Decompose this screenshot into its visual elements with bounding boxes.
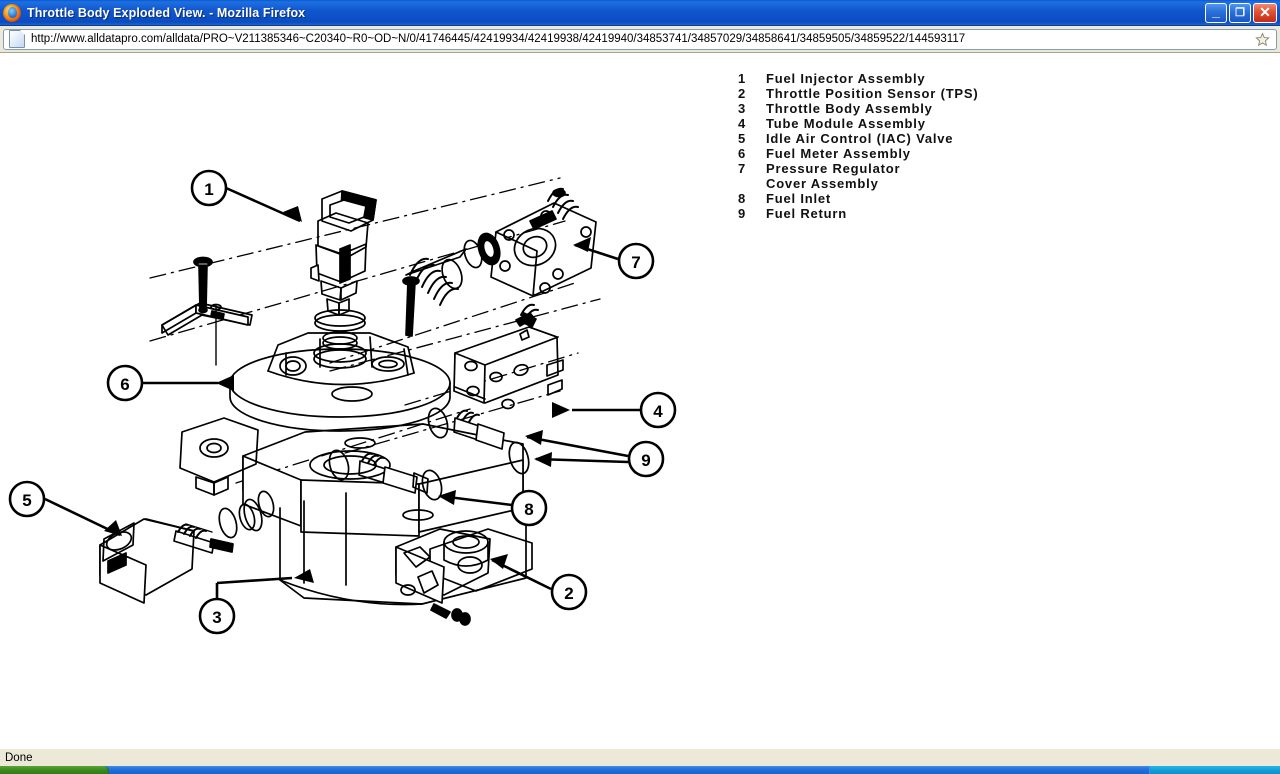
- svg-text:5: 5: [22, 491, 31, 510]
- url-input[interactable]: http://www.alldatapro.com/alldata/PRO~V2…: [31, 33, 966, 45]
- legend-item: 9 Fuel Return: [738, 206, 979, 221]
- legend-label: Idle Air Control (IAC) Valve: [766, 131, 954, 146]
- system-tray[interactable]: [1149, 766, 1280, 774]
- minimize-icon: _: [1212, 2, 1220, 19]
- callout-bubble-8: [510, 489, 548, 527]
- legend-item: 4 Tube Module Assembly: [738, 116, 979, 131]
- close-button[interactable]: ✕: [1253, 2, 1277, 23]
- svg-text:3: 3: [212, 608, 221, 627]
- start-button[interactable]: [0, 766, 109, 774]
- callout-bubble-1: [190, 169, 228, 207]
- legend-item: 5 Idle Air Control (IAC) Valve: [738, 131, 979, 146]
- taskbar-items[interactable]: [109, 766, 1149, 774]
- legend-label: Throttle Position Sensor (TPS): [766, 86, 979, 101]
- legend-number: 1: [738, 71, 746, 86]
- callout-bubble-2: [550, 573, 588, 611]
- legend-item: 6 Fuel Meter Assembly: [738, 146, 979, 161]
- legend-label: Tube Module Assembly: [766, 116, 926, 131]
- svg-text:2: 2: [564, 584, 573, 603]
- legend-label: Fuel Return: [766, 206, 848, 221]
- svg-text:9: 9: [641, 451, 650, 470]
- browser-navbar: http://www.alldatapro.com/alldata/PRO~V2…: [0, 26, 1280, 53]
- callout-bubble-6: [106, 364, 144, 402]
- restore-icon: ❐: [1235, 6, 1245, 19]
- address-bar[interactable]: http://www.alldatapro.com/alldata/PRO~V2…: [3, 28, 1277, 50]
- legend-item: 8 Fuel Inlet: [738, 191, 979, 206]
- legend-label: Fuel Injector Assembly: [766, 71, 926, 86]
- svg-text:7: 7: [631, 253, 640, 272]
- svg-text:6: 6: [120, 375, 129, 394]
- page-content: 1 Fuel Injector Assembly 2 Throttle Posi…: [0, 53, 1280, 748]
- legend-number: 7: [738, 161, 746, 176]
- legend-label: Cover Assembly: [766, 176, 879, 191]
- legend-item: 1 Fuel Injector Assembly: [738, 71, 979, 86]
- browser-statusbar: Done: [0, 748, 1280, 766]
- legend-label: Fuel Meter Assembly: [766, 146, 911, 161]
- window-controls: _ ❐ ✕: [1205, 2, 1277, 23]
- bookmark-star-icon[interactable]: [1252, 30, 1272, 49]
- legend-label: Throttle Body Assembly: [766, 101, 933, 116]
- legend-item-continuation: Cover Assembly: [738, 176, 979, 191]
- throttle-body-exploded-diagram: 1 7 6 4 9 5 8 3 2: [8, 169, 677, 635]
- legend-number: 8: [738, 191, 746, 206]
- legend-number: 4: [738, 116, 746, 131]
- legend-item: 3 Throttle Body Assembly: [738, 101, 979, 116]
- legend-number: 6: [738, 146, 746, 161]
- close-icon: ✕: [1259, 3, 1271, 20]
- legend-item: 7 Pressure Regulator: [738, 161, 979, 176]
- callout-bubble-7: [617, 242, 655, 280]
- page-document-icon: [9, 30, 25, 48]
- callout-bubble-3: [198, 597, 236, 635]
- legend-item: 2 Throttle Position Sensor (TPS): [738, 86, 979, 101]
- legend-label: Fuel Inlet: [766, 191, 832, 206]
- windows-taskbar: [0, 766, 1280, 774]
- restore-button[interactable]: ❐: [1229, 2, 1251, 23]
- firefox-logo-icon: [3, 3, 21, 22]
- svg-text:1: 1: [204, 180, 213, 199]
- legend-number: 9: [738, 206, 746, 221]
- svg-text:4: 4: [653, 402, 663, 421]
- legend-label: Pressure Regulator: [766, 161, 901, 176]
- minimize-button[interactable]: _: [1205, 2, 1227, 23]
- window-titlebar: Throttle Body Exploded View. - Mozilla F…: [0, 0, 1280, 26]
- legend-number: 2: [738, 86, 746, 101]
- callout-bubble-4: [639, 391, 677, 429]
- svg-text:8: 8: [524, 500, 533, 519]
- legend-number: 3: [738, 101, 746, 116]
- status-text: Done: [5, 751, 33, 764]
- window-title: Throttle Body Exploded View. - Mozilla F…: [27, 5, 306, 20]
- callout-bubble-5: [8, 480, 46, 518]
- legend-number: 5: [738, 131, 746, 146]
- callout-bubble-9: [627, 440, 665, 478]
- parts-legend: 1 Fuel Injector Assembly 2 Throttle Posi…: [738, 71, 979, 221]
